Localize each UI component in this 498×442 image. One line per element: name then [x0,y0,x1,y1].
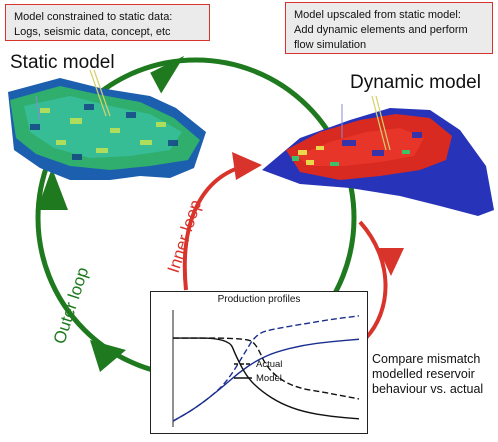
dynamic-note-line-1: Model upscaled from static model: [294,9,461,21]
chart-title: Production profiles [217,294,301,305]
inner-loop-label: Inner loop [164,197,205,275]
series-declining-model [172,337,360,420]
caption-line-2: modelled reservoir [372,367,475,381]
inner-loop-arrow-top [232,152,262,180]
static-data-note: Model constrained to static data: Logs, … [5,4,210,41]
outer-loop-arrow-left [37,168,68,210]
series-declining-actual [172,337,360,400]
dynamic-model-image [262,95,494,216]
caption-line-1: Compare mismatch [372,352,481,366]
chart-legend: Actual Model [234,357,282,385]
inner-loop-arc-left [182,164,245,291]
dynamic-model-note: Model upscaled from static model: Add dy… [285,2,493,54]
series-rising-actual [172,315,360,422]
chart-plot [172,310,360,427]
dynamic-model-title: Dynamic model [350,72,481,93]
legend-actual: Actual [234,357,282,371]
legend-actual-label: Actual [256,358,283,370]
static-model-image [8,69,206,180]
caption-line-3: behaviour vs. actual [372,382,484,396]
legend-model: Model [234,371,282,385]
dynamic-note-line-3: flow simulation [294,39,367,51]
static-note-line-2: Logs, seismic data, concept, etc [14,26,171,38]
compare-caption: Compare mismatch modelled reservoir beha… [372,352,483,397]
inner-loop-arrow-right [378,248,404,276]
legend-model-label: Model [256,372,282,384]
static-note-line-1: Model constrained to static data: [14,11,173,23]
static-model-title: Static model [10,52,115,73]
outer-loop-arrow-top [150,55,185,94]
dynamic-note-line-2: Add dynamic elements and perform [294,24,468,36]
series-rising-model [172,338,360,422]
outer-loop-arrow-bottom [90,340,126,372]
production-profiles-chart: Production profiles [150,291,368,434]
inner-loop-arc-right [358,220,388,340]
